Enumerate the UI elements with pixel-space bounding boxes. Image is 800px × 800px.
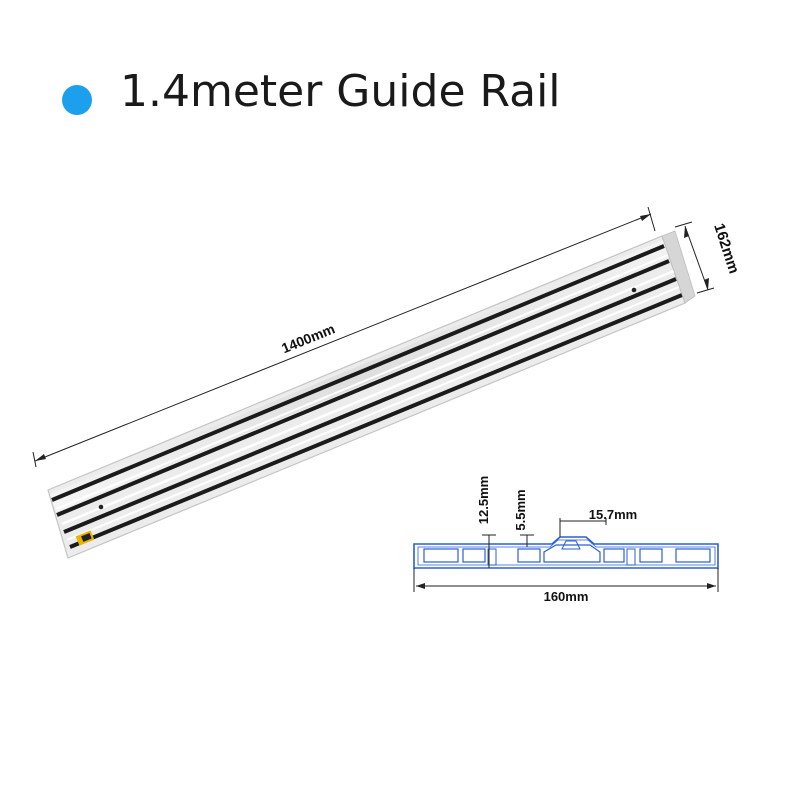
profile-chamber xyxy=(517,548,541,563)
rail-highlight xyxy=(66,286,680,541)
profile-top-label: 15.7mm xyxy=(589,507,637,522)
profile-chamber xyxy=(462,548,486,563)
dim-extension-line xyxy=(32,451,37,468)
profile-outline xyxy=(413,536,719,569)
profile-chamber xyxy=(675,548,711,563)
profile-slot-label: 5.5mm xyxy=(513,489,528,530)
profile-chamber xyxy=(603,548,625,563)
title-row: 1.4meter Guide Rail xyxy=(0,0,800,200)
profile-cross-section: 12.5mm 5.5mm 15.7mm 160mm xyxy=(413,476,719,604)
rail-stripe xyxy=(69,293,683,549)
dim-extension-line xyxy=(696,287,715,294)
dim-arrow-icon xyxy=(684,226,689,238)
rail-highlight xyxy=(61,269,675,526)
dim-arrow-icon xyxy=(35,454,46,461)
rail-end-cap xyxy=(661,230,696,304)
profile-width-label: 160mm xyxy=(544,589,589,604)
profile-inner-line xyxy=(417,539,716,566)
guide-rail xyxy=(47,230,696,559)
dim-extension-line xyxy=(647,206,656,232)
profile-slot xyxy=(626,548,636,566)
profile-slot xyxy=(487,548,497,566)
profile-height-label: 12.5mm xyxy=(476,476,491,524)
page-title: 1.4meter Guide Rail xyxy=(120,66,561,117)
rail-stripe xyxy=(51,244,665,502)
dim-arrow-icon xyxy=(640,214,651,221)
profile-rib xyxy=(561,540,581,550)
rail-stripe xyxy=(56,259,670,517)
dim-line-1400 xyxy=(34,213,652,462)
width-label: 162mm xyxy=(710,221,742,275)
dim-arrow-icon xyxy=(704,278,709,290)
rail-hole xyxy=(631,287,637,293)
dim-extension-line xyxy=(674,221,693,228)
rail-hole xyxy=(98,504,104,510)
rail-stripe xyxy=(63,277,677,534)
rail-highlight xyxy=(55,254,669,510)
profile-chamber xyxy=(423,548,459,563)
bullet-dot-icon xyxy=(62,85,92,115)
profile-chamber xyxy=(543,544,601,563)
length-label: 1400mm xyxy=(279,320,337,356)
dim-arrow-icon xyxy=(707,583,716,589)
brand-logo-icon xyxy=(75,530,95,546)
dim-line-162 xyxy=(684,225,709,291)
profile-chamber xyxy=(639,548,663,563)
dim-arrow-icon xyxy=(416,583,425,589)
